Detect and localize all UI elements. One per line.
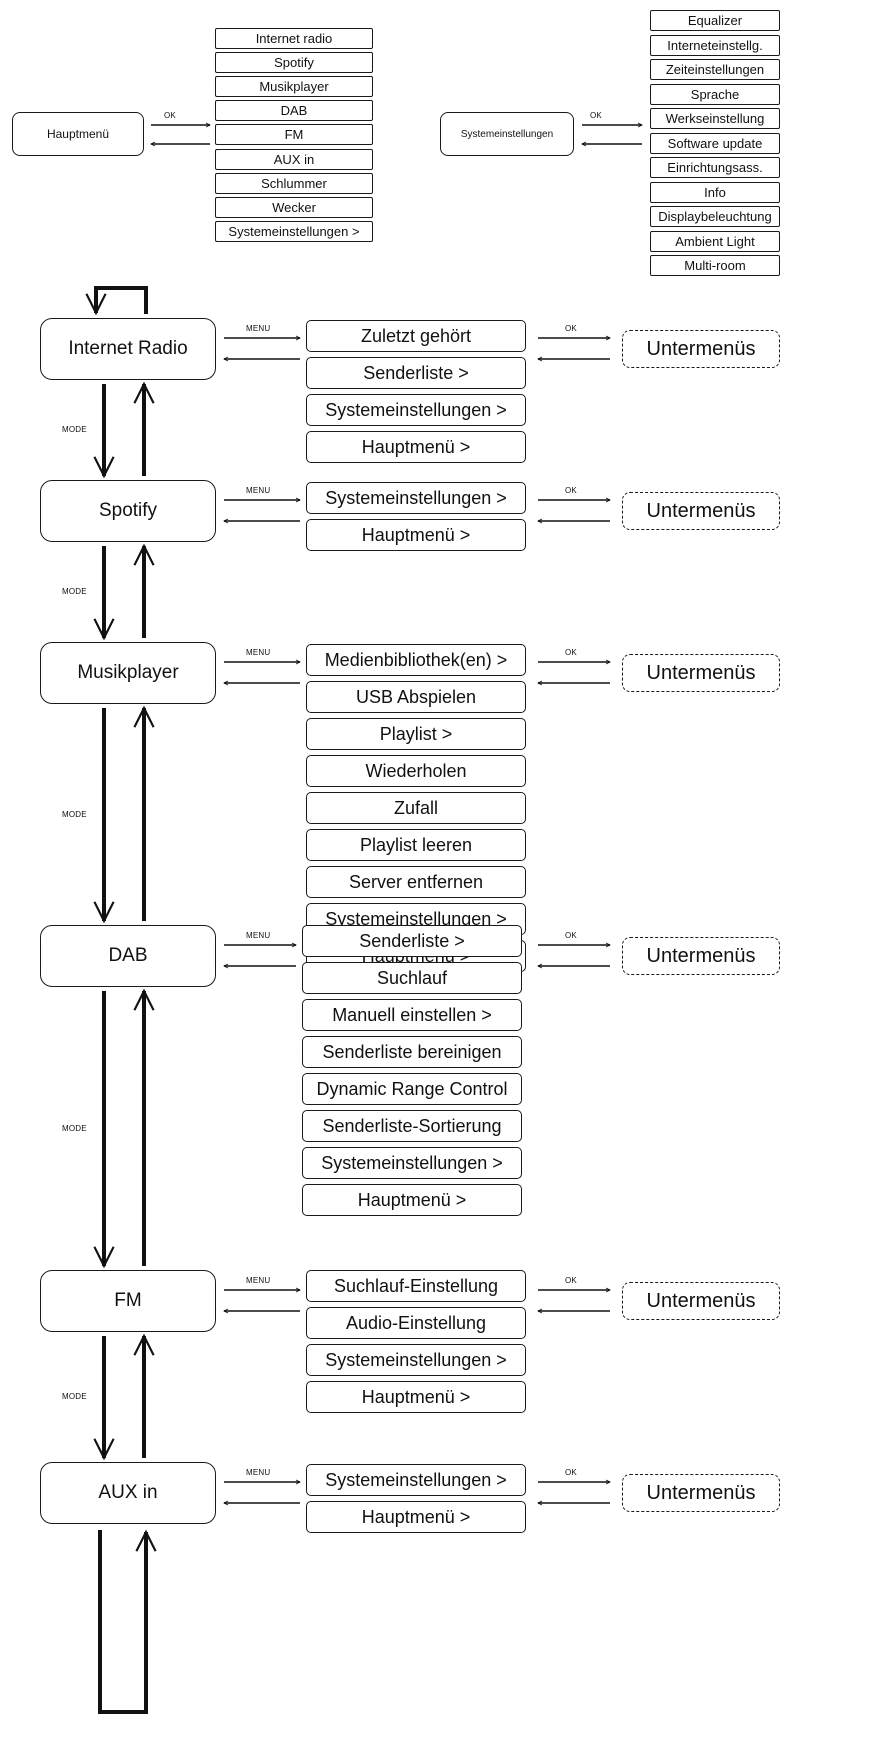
mode-internet-radio-item-hauptmenü[interactable]: Hauptmenü > [306,431,526,463]
mode-dab-to-fm-mode-label: MODE [62,1123,87,1133]
mode-fm-menu-label: MENU [246,1276,271,1285]
mode-fm-to-aux-in-mode-label: MODE [62,1392,87,1401]
mode-musikplayer-item-playlist[interactable]: Playlist > [306,718,526,750]
mode-fm-item-systemeinstellungen[interactable]: Systemeinstellungen > [306,1344,526,1376]
mode-aux-in-ok-label: OK [565,1468,577,1477]
mode-spotify-ok-label: OK [565,486,577,495]
systemeinstellungen-item-equalizer[interactable]: Equalizer [650,10,780,31]
mode-dab-untermenus-box[interactable]: Untermenüs [622,937,780,975]
mode-aux-in-item-systemeinstellungen[interactable]: Systemeinstellungen > [306,1464,526,1496]
mode-dab-item-senderliste[interactable]: Senderliste > [302,925,522,957]
systemeinstellungen-item-einrichtungsass[interactable]: Einrichtungsass. [650,157,780,178]
systemeinstellungen-item-multi-room[interactable]: Multi-room [650,255,780,276]
mode-dab-item-senderliste-bereinigen[interactable]: Senderliste bereinigen [302,1036,522,1068]
mode-musikplayer-menu-label: MENU [246,648,271,657]
loop-bottom-arrow [98,1530,146,1714]
mode-dab-item-systemeinstellungen[interactable]: Systemeinstellungen > [302,1147,522,1179]
mode-musikplayer-item-medienbibliothek-en[interactable]: Medienbibliothek(en) > [306,644,526,676]
hauptmenu-box[interactable]: Hauptmenü [12,112,144,156]
mode-musikplayer-item-usb-abspielen[interactable]: USB Abspielen [306,681,526,713]
systemeinstellungen-ok-label: OK [590,111,602,120]
systemeinstellungen-item-info[interactable]: Info [650,181,780,203]
mode-internet-radio-box[interactable]: Internet Radio [40,318,216,380]
systemeinstellungen-item-displaybeleuchtung[interactable]: Displaybeleuchtung [650,206,780,227]
mode-spotify-box[interactable]: Spotify [40,480,216,542]
systemeinstellungen-item-interneteinstellg[interactable]: Interneteinstellg. [650,34,780,56]
mode-aux-in-item-hauptmenü[interactable]: Hauptmenü > [306,1501,526,1533]
mode-fm-box[interactable]: FM [40,1270,216,1332]
systemeinstellungen-item-ambient-light[interactable]: Ambient Light [650,230,780,252]
mode-dab-item-suchlauf[interactable]: Suchlauf [302,962,522,994]
systemeinstellungen-item-werkseinstellung[interactable]: Werkseinstellung [650,108,780,129]
hauptmenu-item-musikplayer[interactable]: Musikplayer [215,76,373,98]
mode-spotify-item-hauptmenü[interactable]: Hauptmenü > [306,519,526,551]
mode-aux-in-box[interactable]: AUX in [40,1462,216,1524]
systemeinstellungen-box[interactable]: Systemeinstellungen [440,112,574,156]
mode-dab-box[interactable]: DAB [40,925,216,987]
mode-internet-radio-to-spotify-mode-label: MODE [62,425,87,434]
mode-spotify-menu-label: MENU [246,486,271,495]
hauptmenu-item-systemeinstellungen[interactable]: Systemeinstellungen > [215,220,373,242]
systemeinstellungen-item-sprache[interactable]: Sprache [650,83,780,105]
mode-dab-menu-label: MENU [246,931,271,940]
mode-musikplayer-box[interactable]: Musikplayer [40,642,216,704]
mode-dab-item-hauptmenü[interactable]: Hauptmenü > [302,1184,522,1216]
mode-musikplayer-untermenus-box[interactable]: Untermenüs [622,654,780,692]
mode-dab-item-manuell-einstellen[interactable]: Manuell einstellen > [302,999,522,1031]
mode-dab-ok-label: OK [565,931,577,940]
mode-musikplayer-ok-label: OK [565,648,577,657]
mode-internet-radio-item-zuletzt-gehört[interactable]: Zuletzt gehört [306,320,526,352]
mode-fm-item-hauptmenü[interactable]: Hauptmenü > [306,1381,526,1413]
mode-fm-untermenus-box[interactable]: Untermenüs [622,1282,780,1320]
mode-aux-in-menu-label: MENU [246,1468,271,1477]
loop-top-arrow [94,286,148,314]
mode-internet-radio-ok-label: OK [565,324,577,333]
mode-fm-item-suchlauf-einstellung[interactable]: Suchlauf-Einstellung [306,1270,526,1302]
mode-fm-item-audio-einstellung[interactable]: Audio-Einstellung [306,1307,526,1339]
systemeinstellungen-item-zeiteinstellungen[interactable]: Zeiteinstellungen [650,59,780,80]
mode-spotify-item-systemeinstellungen[interactable]: Systemeinstellungen > [306,482,526,514]
mode-spotify-untermenus-box[interactable]: Untermenüs [622,492,780,530]
mode-spotify-to-musikplayer-mode-label: MODE [62,587,87,596]
hauptmenu-item-dab[interactable]: DAB [215,100,373,122]
hauptmenu-item-spotify[interactable]: Spotify [215,52,373,74]
hauptmenu-item-internet-radio[interactable]: Internet radio [215,28,373,49]
mode-internet-radio-untermenus-box[interactable]: Untermenüs [622,330,780,368]
mode-musikplayer-item-zufall[interactable]: Zufall [306,792,526,824]
mode-dab-item-senderliste-sortierung[interactable]: Senderliste-Sortierung [302,1110,522,1142]
mode-internet-radio-menu-label: MENU [246,324,271,333]
hauptmenu-item-wecker[interactable]: Wecker [215,196,373,218]
hauptmenu-item-aux-in[interactable]: AUX in [215,148,373,170]
mode-dab-item-dynamic-range-control[interactable]: Dynamic Range Control [302,1073,522,1105]
mode-musikplayer-item-playlist-leeren[interactable]: Playlist leeren [306,829,526,861]
hauptmenu-ok-label: OK [164,111,176,120]
hauptmenu-item-fm[interactable]: FM [215,124,373,146]
mode-musikplayer-item-wiederholen[interactable]: Wiederholen [306,755,526,787]
mode-aux-in-untermenus-box[interactable]: Untermenüs [622,1474,780,1512]
mode-internet-radio-item-systemeinstellungen[interactable]: Systemeinstellungen > [306,394,526,426]
mode-fm-ok-label: OK [565,1276,577,1285]
mode-musikplayer-to-dab-mode-label: MODE [62,809,87,819]
mode-musikplayer-item-server-entfernen[interactable]: Server entfernen [306,866,526,898]
systemeinstellungen-item-software-update[interactable]: Software update [650,132,780,154]
mode-internet-radio-item-senderliste[interactable]: Senderliste > [306,357,526,389]
hauptmenu-item-schlummer[interactable]: Schlummer [215,172,373,194]
